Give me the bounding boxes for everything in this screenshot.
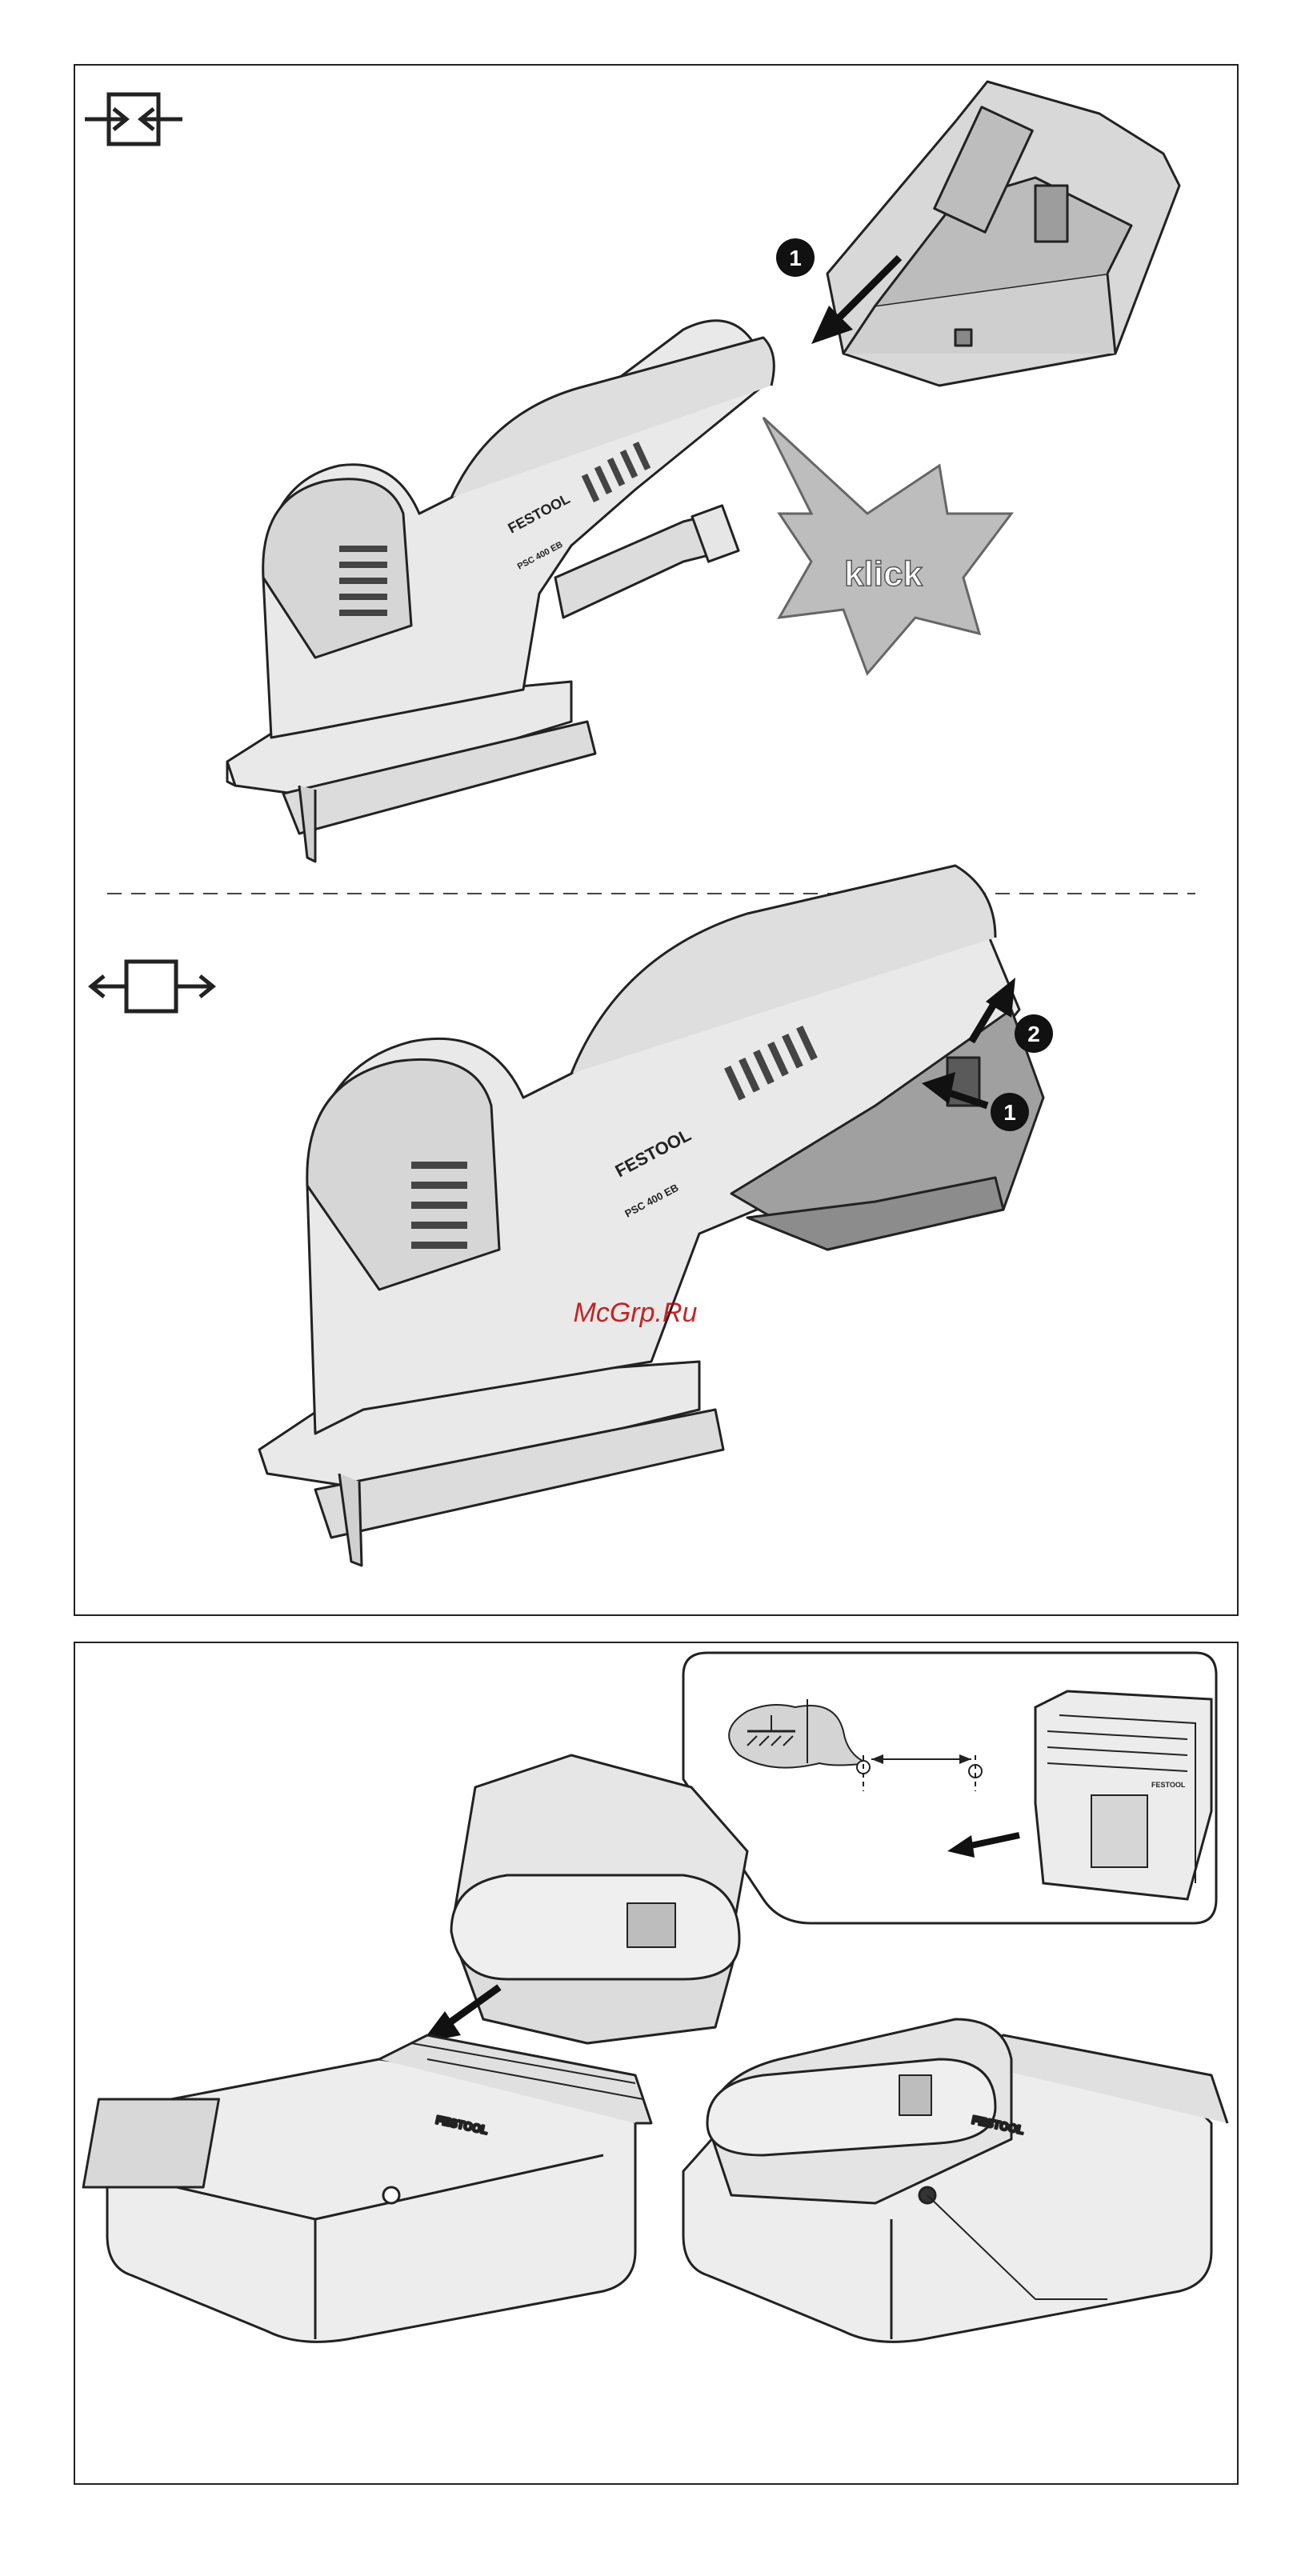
step-badge-icon: 2 bbox=[1015, 1014, 1053, 1053]
instruction-panel-battery: FESTOOL PSC 400 EB 1 klick bbox=[74, 64, 1239, 1616]
klick-burst-icon: klick bbox=[763, 418, 1011, 674]
battery-illustration: FESTOOL PSC 400 EB 1 klick bbox=[75, 66, 1240, 1618]
instruction-panel-charger: FESTOOL FESTOOL FESTOOL bbox=[74, 1642, 1239, 2485]
step-badge-icon: 1 bbox=[776, 238, 815, 277]
inset-detail: FESTOOL bbox=[683, 1653, 1216, 1923]
step-number-1: 1 bbox=[1003, 1100, 1016, 1125]
klick-label: klick bbox=[844, 554, 923, 594]
charger-right: FESTOOL bbox=[683, 2019, 1227, 2342]
jigsaw-illustration-insert bbox=[227, 321, 774, 862]
jigsaw-illustration-remove bbox=[259, 866, 1043, 1566]
watermark-text: McGrp.Ru bbox=[574, 1298, 698, 1328]
battery-pack-insert bbox=[827, 82, 1179, 386]
charger-illustration: FESTOOL FESTOOL FESTOOL bbox=[75, 1643, 1240, 2486]
insert-arrows-icon bbox=[85, 94, 182, 144]
step-number-2: 2 bbox=[1027, 1022, 1040, 1046]
charger-left: FESTOOL bbox=[83, 2035, 651, 2342]
step-number-1: 1 bbox=[789, 246, 802, 270]
remove-arrows-icon bbox=[91, 962, 213, 1011]
step-badge-icon: 1 bbox=[991, 1093, 1029, 1131]
inset-brand-label: FESTOOL bbox=[1151, 1781, 1186, 1789]
